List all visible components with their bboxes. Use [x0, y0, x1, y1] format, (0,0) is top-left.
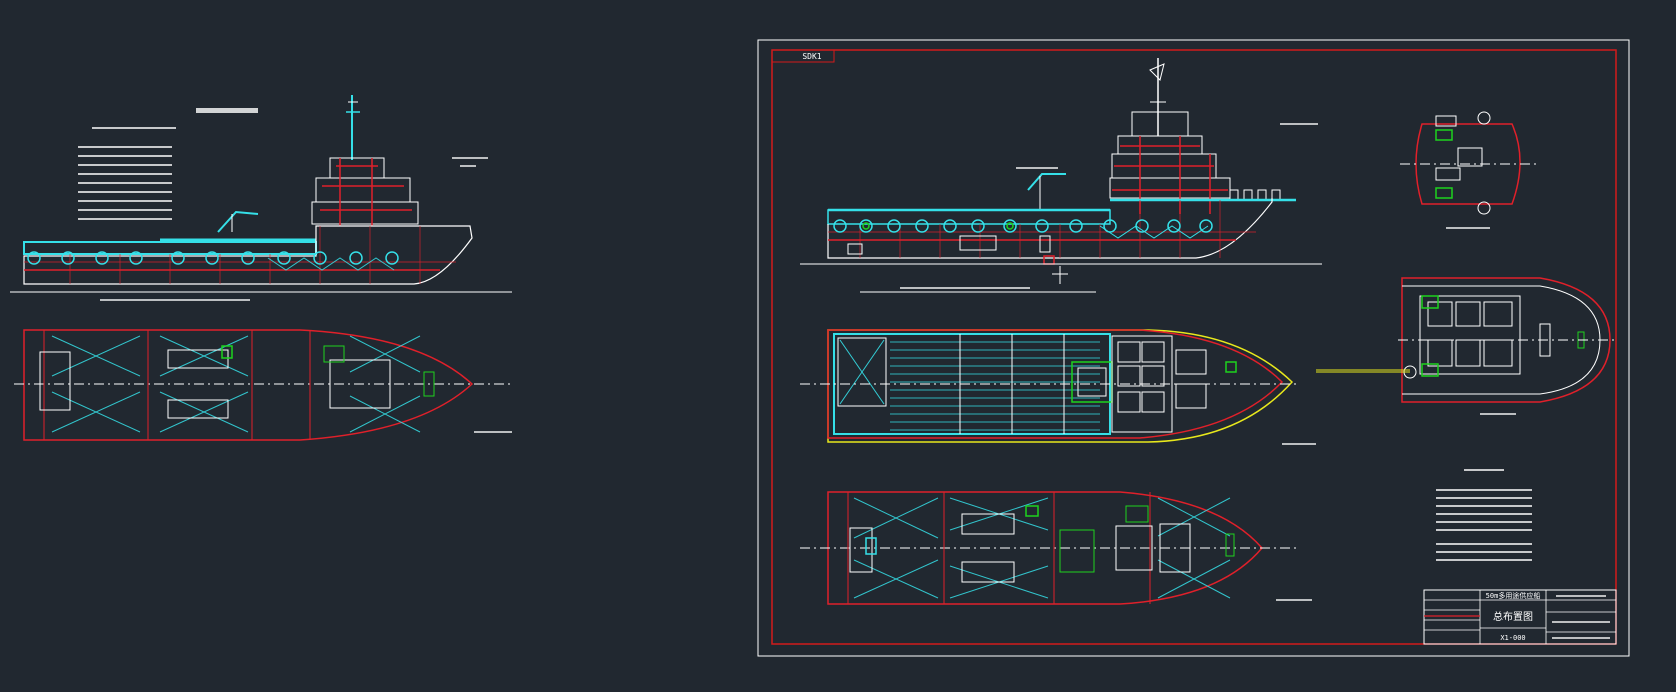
- engine-room-plan: [800, 491, 1312, 605]
- left-plan-view: [14, 329, 512, 441]
- left-principal-particulars: [78, 127, 176, 220]
- right-drawing-sheet: SDK1: [757, 39, 1630, 657]
- profile-view: [800, 58, 1322, 293]
- project-name: 50m多用途供应船: [1486, 591, 1541, 600]
- title-block: 50m多用途供应船 总布置图 X1-000: [1423, 589, 1617, 645]
- left-drawing-title: [196, 108, 258, 113]
- forecastle-deck-plan: [1316, 277, 1616, 415]
- drawing-title: 总布置图: [1493, 610, 1533, 623]
- left-preliminary-drawing: [10, 95, 512, 441]
- left-profile-view: [10, 95, 512, 301]
- main-deck-plan: [800, 329, 1316, 445]
- sheet-inner-border: [771, 49, 1617, 645]
- drawing-number: X1-000: [1500, 634, 1525, 642]
- sheet-outer-frame: [757, 39, 1630, 657]
- sheet-tag: SDK1: [802, 52, 821, 61]
- right-principal-particulars: [1436, 469, 1532, 561]
- wheelhouse-top-view: [1400, 111, 1540, 229]
